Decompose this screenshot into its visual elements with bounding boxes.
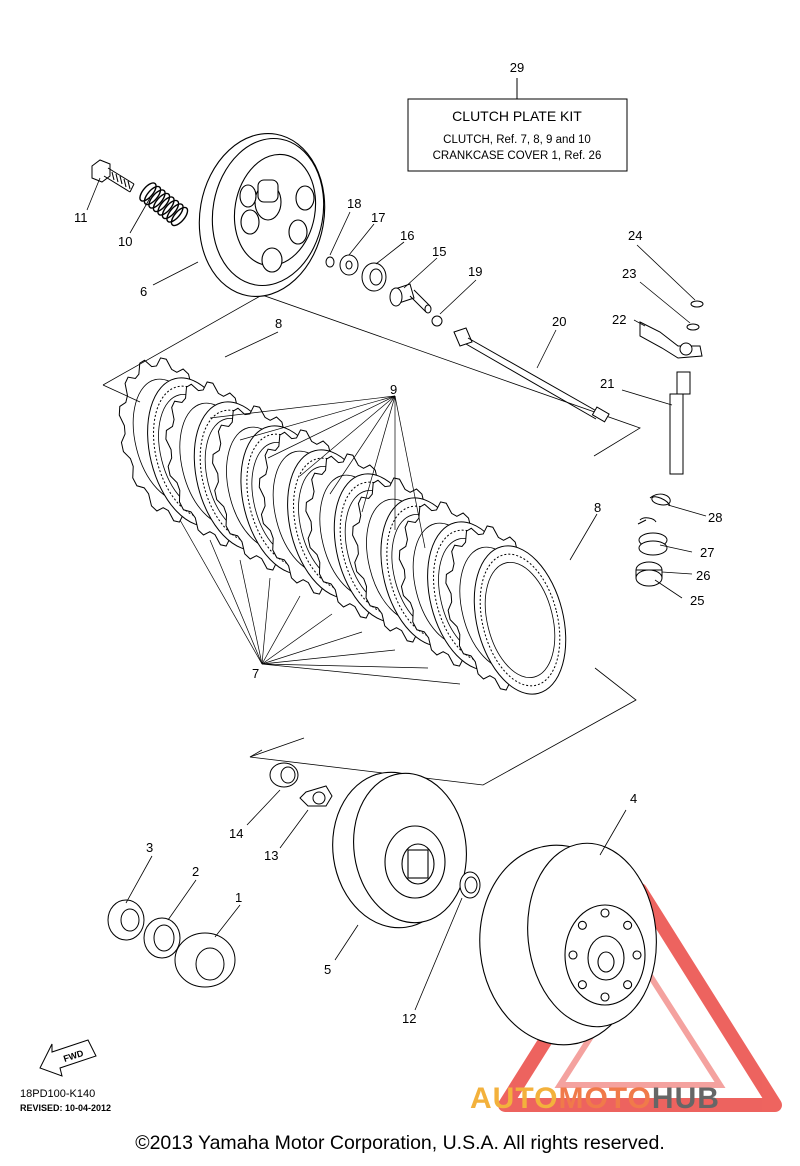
watermark-part-2: MOTO — [558, 1082, 652, 1115]
part-number-8-top: 8 — [275, 316, 282, 331]
part-number-15: 15 — [432, 244, 446, 259]
leaders-part-7 — [179, 519, 461, 685]
fwd-arrow-icon: FWD — [39, 1039, 97, 1077]
clutch-housing — [479, 842, 657, 1046]
part-number-17: 17 — [371, 210, 385, 225]
part-number-19: 19 — [468, 264, 482, 279]
kit-number: 29 — [510, 60, 524, 75]
leaders-part-9 — [209, 395, 426, 549]
spring — [139, 182, 189, 227]
watermark-part-1: AUTO — [470, 1082, 559, 1115]
steel-plate — [473, 545, 567, 695]
part-number-27: 27 — [700, 545, 714, 560]
part-number-12: 12 — [402, 1011, 416, 1026]
clutch-plates-stack — [118, 357, 567, 695]
part-number-9: 9 — [390, 382, 397, 397]
part-number-20: 20 — [552, 314, 566, 329]
kit-line-2: CRANKCASE COVER 1, Ref. 26 — [433, 150, 602, 162]
part-number-labels: 1 2 3 4 5 6 7 8 8 9 10 11 12 13 14 15 16… — [74, 196, 722, 1026]
pressure-plate — [198, 132, 326, 298]
part-number-3: 3 — [146, 840, 153, 855]
revised-date: REVISED: 10-04-2012 — [20, 1103, 112, 1113]
part-number-16: 16 — [400, 228, 414, 243]
part-number-2: 2 — [192, 864, 199, 879]
part-number-28: 28 — [708, 510, 722, 525]
part-number-8-right: 8 — [594, 500, 601, 515]
copyright-notice: ©2013 Yamaha Motor Corporation, U.S.A. A… — [135, 1132, 665, 1154]
part-number-18: 18 — [347, 196, 361, 211]
number-leaders — [86, 177, 707, 1011]
kit-line-1: CLUTCH, Ref. 7, 8, 9 and 10 — [443, 134, 591, 146]
part-number-13: 13 — [264, 848, 278, 863]
push-lever-shaft — [635, 300, 704, 587]
part-number-14: 14 — [229, 826, 243, 841]
part-number-24: 24 — [628, 228, 642, 243]
watermark-logo: AUTOMOTOHUB — [470, 1082, 720, 1116]
part-number-1: 1 — [235, 890, 242, 905]
clutch-plate-kit-box: 29 CLUTCH PLATE KIT CLUTCH, Ref. 7, 8, 9… — [407, 60, 628, 172]
plates-boundary — [102, 294, 641, 786]
part-number-26: 26 — [696, 568, 710, 583]
small-parts-bearing-group — [325, 254, 443, 327]
part-number-10: 10 — [118, 234, 132, 249]
watermark-part-3: HUB — [651, 1082, 720, 1115]
part-number-22: 22 — [612, 312, 626, 327]
kit-title: CLUTCH PLATE KIT — [452, 108, 582, 124]
part-number-25: 25 — [690, 593, 704, 608]
part-number-11: 11 — [74, 210, 88, 225]
part-number-6: 6 — [140, 284, 147, 299]
push-rod — [453, 327, 610, 423]
part-number-4: 4 — [630, 791, 637, 806]
part-number-7: 7 — [252, 666, 259, 681]
part-number-5: 5 — [324, 962, 331, 977]
diagram-code: 18PD100-K140 — [20, 1088, 96, 1100]
part-number-23: 23 — [622, 266, 636, 281]
bolt — [91, 159, 135, 193]
clutch-boss — [332, 771, 467, 929]
small-parts-primary — [107, 762, 481, 988]
part-number-21: 21 — [600, 376, 614, 391]
